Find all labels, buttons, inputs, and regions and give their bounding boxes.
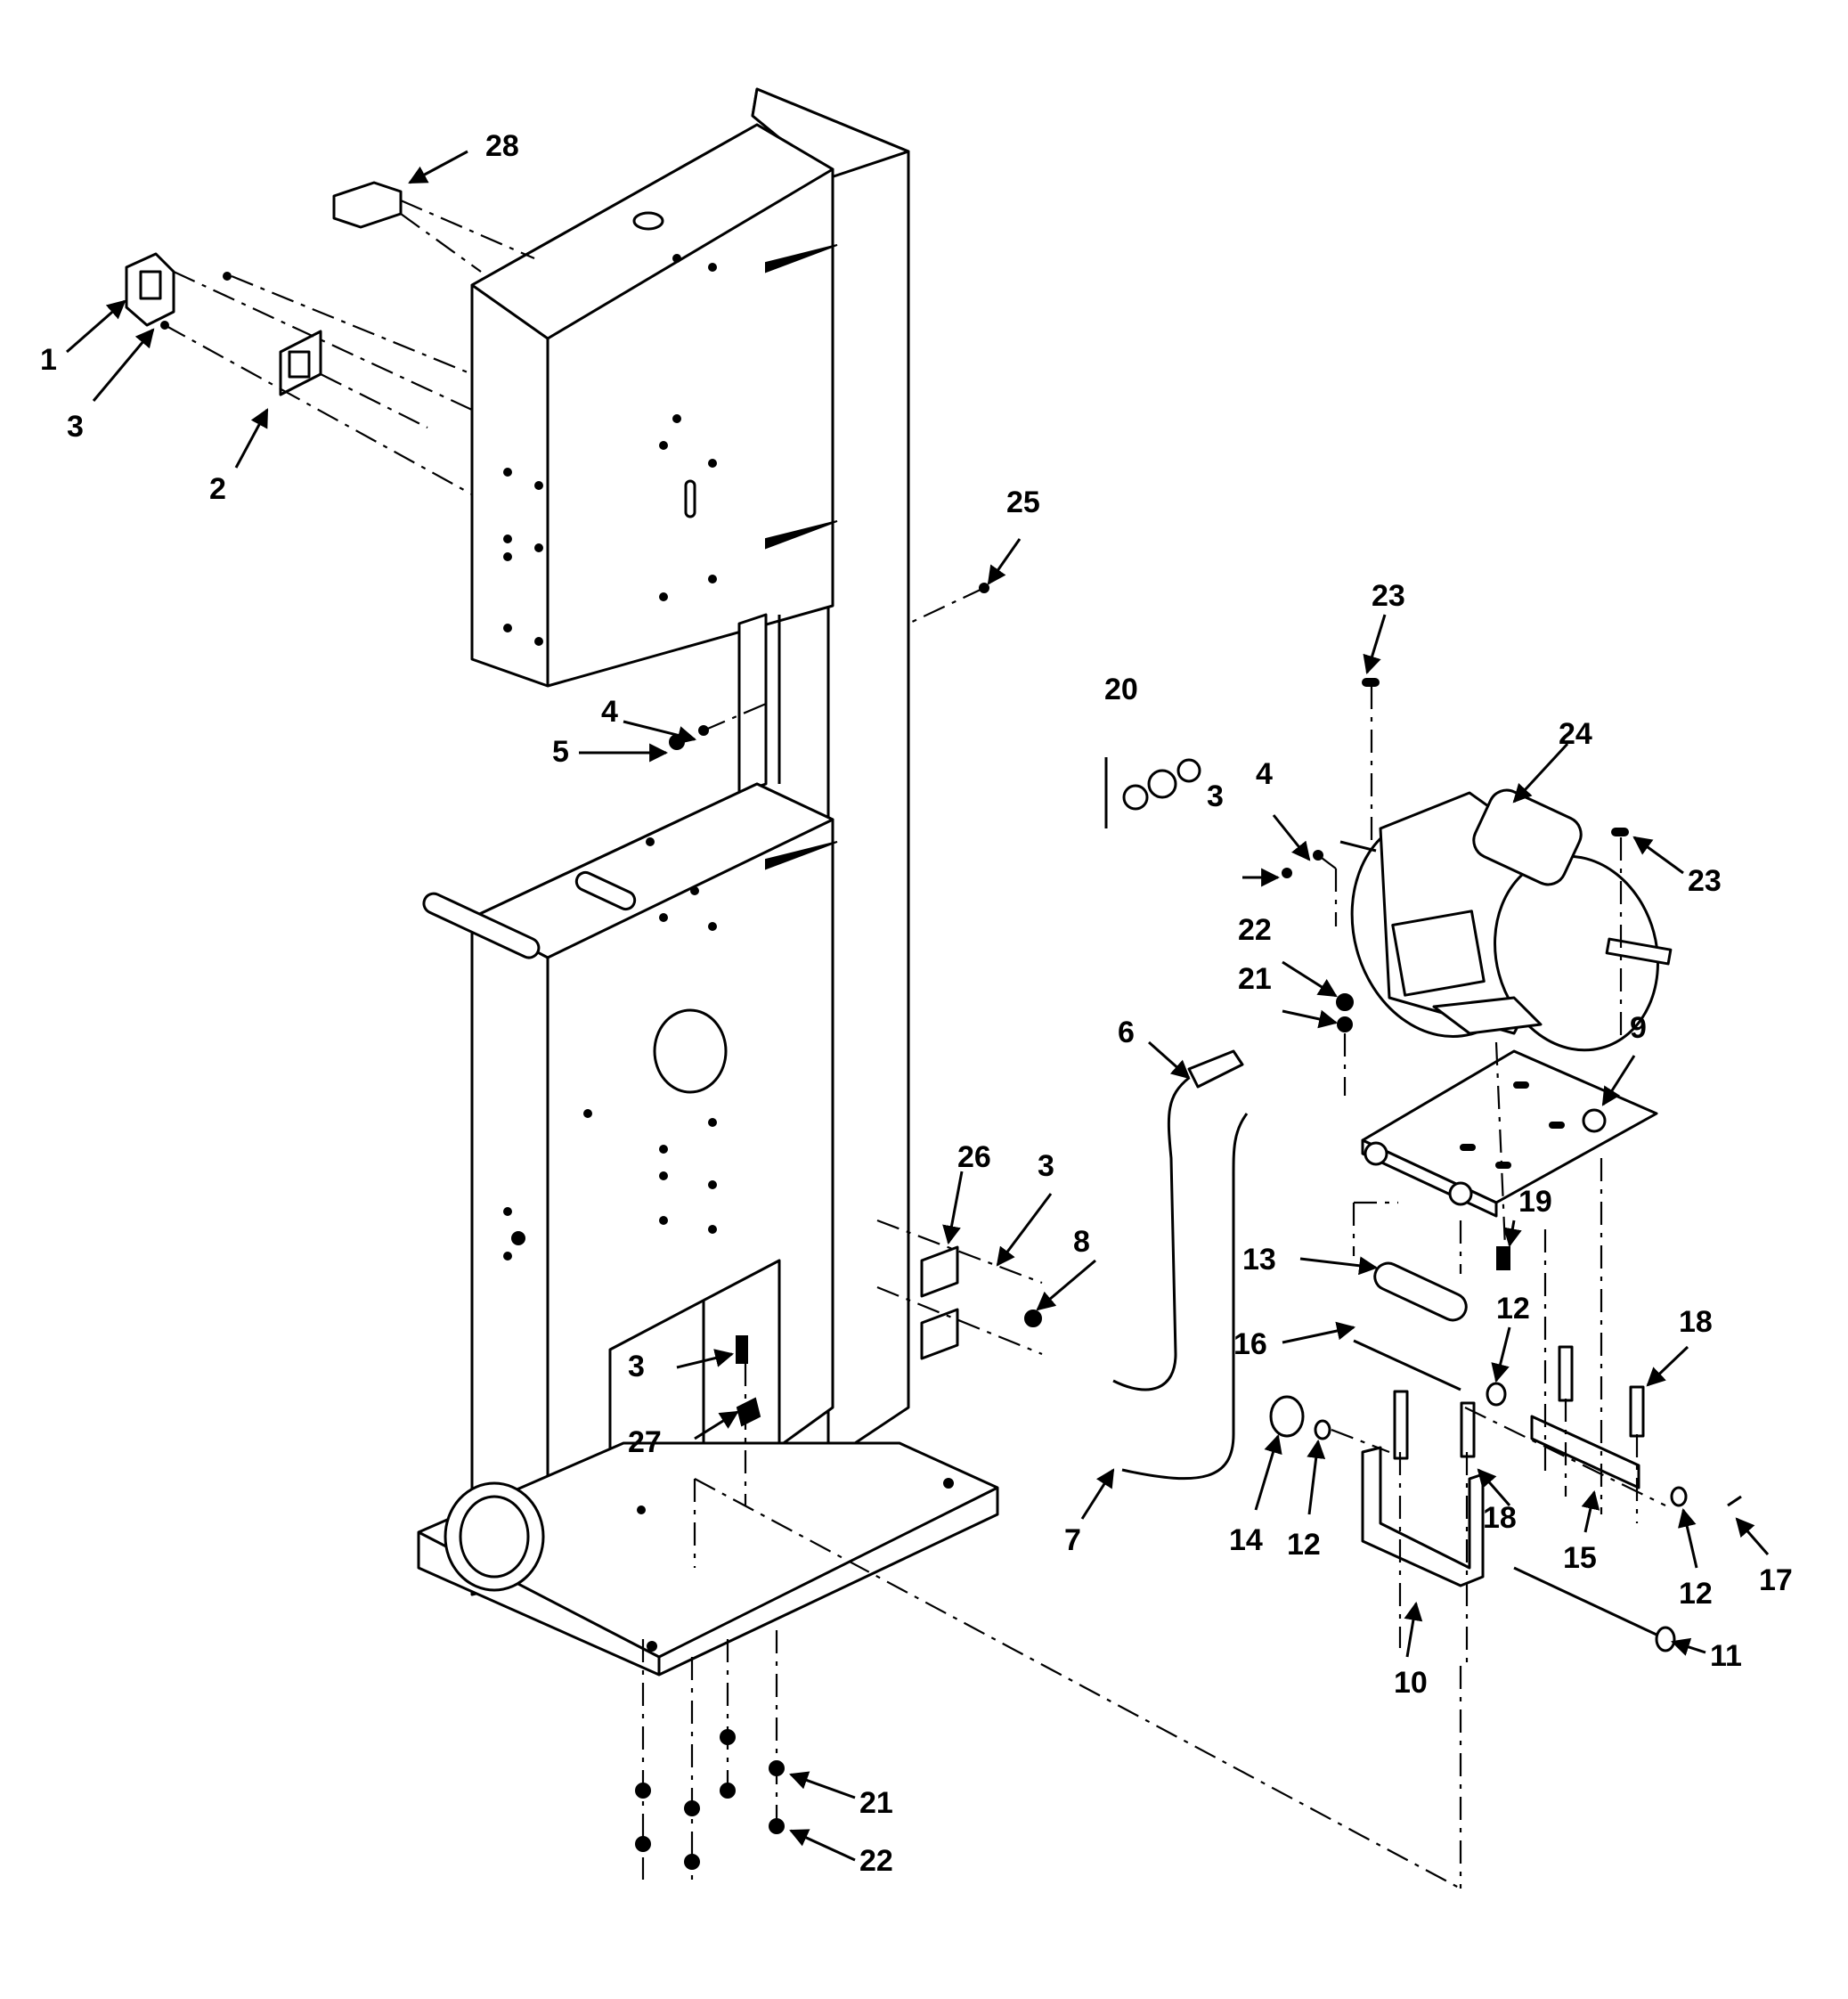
- callout-3: 3: [67, 410, 84, 444]
- washer-12b: [1314, 1419, 1331, 1440]
- housing-neck: [737, 613, 781, 795]
- knob-11-end: [1655, 1626, 1676, 1652]
- bolt-18: [1393, 1390, 1409, 1460]
- callout-5: 5: [552, 735, 569, 769]
- callout-24: 24: [1559, 717, 1592, 751]
- callout-4: 4: [1256, 757, 1273, 791]
- switch-plate: [279, 330, 322, 396]
- callout-11: 11: [1710, 1639, 1742, 1673]
- motor: [1339, 788, 1673, 1052]
- callout-3: 3: [628, 1350, 645, 1383]
- bolt-18: [1558, 1345, 1574, 1402]
- callout-12: 12: [1287, 1528, 1321, 1562]
- callout-7: 7: [1064, 1523, 1081, 1557]
- callout-23: 23: [1688, 864, 1722, 898]
- bolt-19: [1496, 1246, 1510, 1270]
- callout-12: 12: [1679, 1577, 1713, 1611]
- callout-3: 3: [1038, 1149, 1054, 1183]
- callout-12: 12: [1496, 1292, 1530, 1326]
- callout-22: 22: [859, 1844, 893, 1878]
- callout-27: 27: [628, 1425, 662, 1459]
- hardware-kit-20: [1104, 757, 1201, 828]
- callout-9: 9: [1630, 1011, 1647, 1045]
- callout-26: 26: [957, 1140, 991, 1174]
- callout-19: 19: [1518, 1185, 1552, 1219]
- callout-3: 3: [1207, 779, 1224, 813]
- callout-20: 20: [1104, 673, 1138, 706]
- callout-22: 22: [1238, 913, 1272, 947]
- power-cord-6: [1112, 1076, 1190, 1391]
- lower-housing: [422, 782, 838, 1596]
- upper-housing: [470, 123, 838, 688]
- hinge-rod: [1353, 1261, 1468, 1391]
- callout-21: 21: [1238, 962, 1272, 996]
- callout-13: 13: [1242, 1243, 1276, 1277]
- base: [417, 1441, 999, 1677]
- callout-16: 16: [1233, 1327, 1267, 1361]
- strain-relief-26: [920, 1245, 1042, 1360]
- washer-12a: [1486, 1382, 1507, 1407]
- bolt-18: [1629, 1385, 1645, 1438]
- callout-4: 4: [601, 695, 618, 729]
- washer-12c: [1670, 1486, 1688, 1507]
- callout-18: 18: [1679, 1305, 1713, 1339]
- callout-23: 23: [1372, 579, 1405, 613]
- callout-28: 28: [485, 129, 519, 163]
- callout-6: 6: [1118, 1016, 1135, 1049]
- switch-box: [332, 181, 403, 229]
- callout-10: 10: [1394, 1666, 1428, 1700]
- callout-2: 2: [209, 472, 226, 506]
- callout-8: 8: [1073, 1225, 1090, 1259]
- bracket-15: [1530, 1415, 1640, 1489]
- callout-21: 21: [859, 1786, 893, 1820]
- switch: [125, 252, 175, 327]
- pin-17: [1727, 1495, 1742, 1507]
- bracket-10: [1361, 1446, 1485, 1587]
- plug: [1187, 1049, 1244, 1089]
- callout-15: 15: [1563, 1541, 1597, 1575]
- assembly-lines: [164, 199, 1666, 1889]
- callout-labels: 1 2 3 28 25 4 5 20 23 24 23 4 3 22 21 6 …: [40, 129, 1793, 1878]
- callout-arrows: [66, 150, 1770, 1862]
- callout-14: 14: [1229, 1523, 1263, 1557]
- rod-11: [1513, 1566, 1657, 1636]
- callout-25: 25: [1006, 485, 1040, 519]
- motor-plate: [1361, 1049, 1658, 1218]
- knob-14: [1269, 1395, 1305, 1438]
- callout-18: 18: [1483, 1501, 1517, 1535]
- callout-17: 17: [1759, 1563, 1793, 1597]
- motor-cord-7: [1121, 1113, 1249, 1481]
- callout-1: 1: [40, 343, 57, 377]
